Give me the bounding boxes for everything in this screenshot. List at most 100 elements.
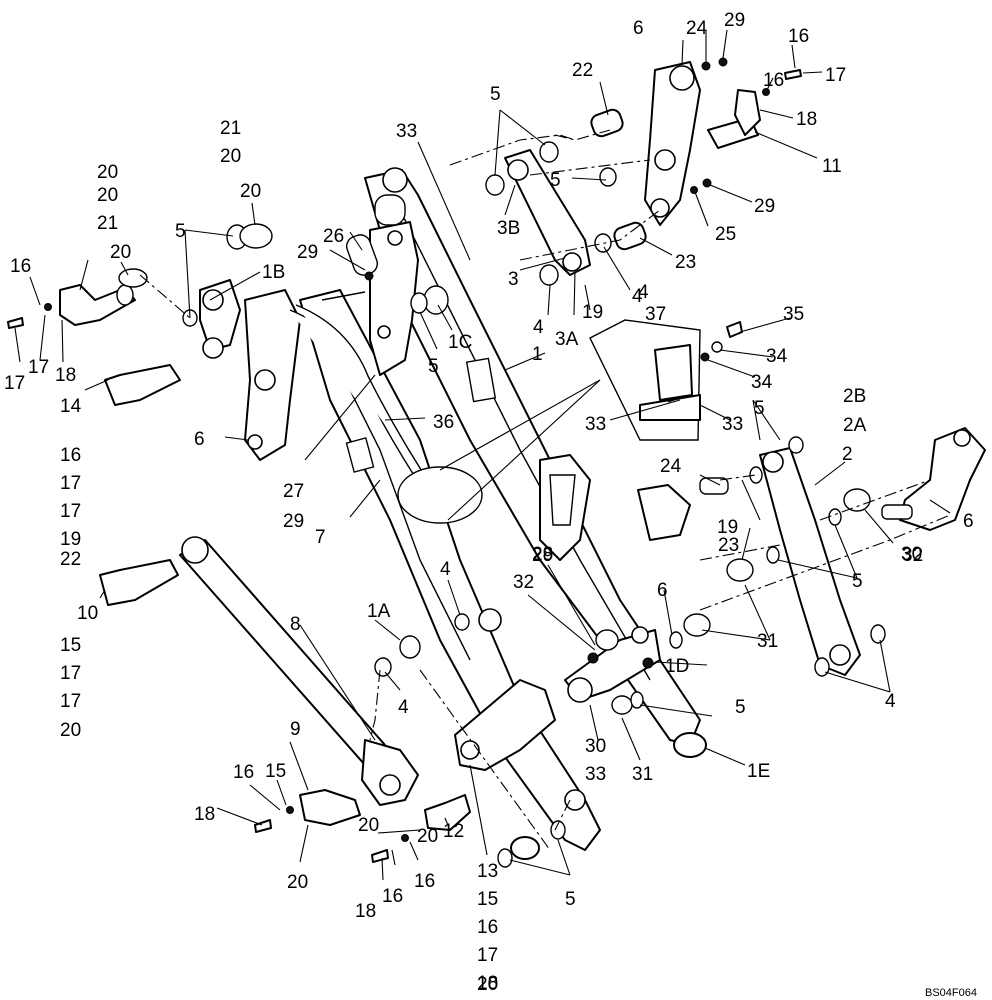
callout-label: 4	[440, 559, 451, 580]
callout-label: 1B	[262, 262, 285, 283]
callout-label: 4	[632, 286, 643, 307]
callout-label: 4	[638, 282, 649, 303]
callout-label: 15	[477, 889, 498, 910]
callout-label: 37	[645, 304, 666, 325]
callout-label: 4	[533, 317, 544, 338]
inset-detail	[589, 319, 701, 441]
callout-label: 8	[290, 614, 301, 635]
callout-label: 16	[60, 445, 81, 466]
callout-label: 15	[265, 761, 286, 782]
callout-label: 1	[532, 344, 543, 365]
callout-label: 15	[60, 635, 81, 656]
callout-label: 3A	[555, 329, 579, 350]
callout-label: 30	[901, 544, 922, 565]
callout-label: 5	[754, 398, 765, 419]
callout-label: 17	[4, 373, 25, 394]
bucket-bracket	[881, 427, 986, 531]
callout-label: 12	[443, 821, 464, 842]
callout-label: 20	[287, 872, 308, 893]
left-lever	[199, 279, 301, 461]
callout-label: 17	[477, 945, 498, 966]
callout-label: 22	[60, 549, 81, 570]
callout-label: 28	[532, 544, 553, 565]
callout-label: 16	[477, 917, 498, 938]
callout-label: 4	[398, 697, 409, 718]
callout-label: 20	[358, 815, 379, 836]
lower-linkage	[454, 454, 707, 860]
callout-label: 20	[477, 974, 498, 995]
callout-labels: 1 1A 1B 1C 1D 1E 2 2A 2B 3 3A 3B 4 4 4 4…	[4, 10, 977, 999]
callout-label: 18	[796, 109, 817, 130]
callout-label: 2A	[843, 415, 867, 436]
callout-label: 18	[55, 365, 76, 386]
callout-label: 16	[10, 256, 31, 277]
callout-label: 36	[433, 412, 454, 433]
callout-label: 5	[490, 84, 501, 105]
callout-label: 20	[417, 826, 438, 847]
callout-label: 17	[825, 65, 846, 86]
callout-label: 18	[477, 973, 498, 994]
callout-label: 31	[632, 764, 653, 785]
callout-label: 31	[757, 631, 778, 652]
callout-label: 29	[754, 196, 775, 217]
boom-arm	[299, 167, 701, 851]
callout-label: 2	[842, 444, 853, 465]
callout-label: 16	[788, 26, 809, 47]
bucket-link	[759, 447, 861, 676]
callout-label: 35	[783, 304, 804, 325]
callout-label: 19	[60, 529, 81, 550]
callout-label: 11	[822, 156, 842, 177]
callout-label: 5	[428, 356, 439, 377]
callout-label: 29	[283, 511, 304, 532]
callout-label: 5	[735, 697, 746, 718]
callout-label: 6	[633, 18, 644, 39]
callout-label: 16	[382, 886, 403, 907]
callout-label: 33	[722, 414, 743, 435]
callout-label: 22	[572, 60, 593, 81]
callout-label: 20	[110, 242, 131, 263]
callout-label: 16	[414, 871, 435, 892]
callout-label: 20	[60, 720, 81, 741]
callout-label: 1C	[448, 332, 472, 353]
drawing-code: BS04F064	[925, 987, 977, 999]
callout-label: 1D	[665, 656, 689, 677]
callout-label: 17	[60, 663, 81, 684]
callout-label: 6	[194, 429, 205, 450]
callout-label: 24	[660, 456, 682, 477]
leader-lines	[14, 29, 951, 881]
callout-label: 20	[97, 162, 118, 183]
callout-label: 7	[315, 527, 326, 548]
callout-label: 19	[717, 517, 738, 538]
callout-label: 6	[657, 580, 668, 601]
callout-label: 29	[532, 545, 553, 566]
callout-label: 32	[902, 545, 923, 566]
callout-label: 18	[355, 901, 376, 922]
callout-label: 34	[766, 346, 788, 367]
callout-label: 5	[550, 170, 561, 191]
callout-label: 21	[97, 213, 118, 234]
callout-label: 5	[565, 889, 576, 910]
callout-label: 24	[686, 18, 708, 39]
callout-label: 17	[60, 501, 81, 522]
callout-label: 21	[220, 118, 241, 139]
callout-label: 1A	[367, 601, 391, 622]
callout-label: 26	[323, 226, 344, 247]
callout-label: 17	[28, 357, 49, 378]
callout-label: 23	[718, 535, 739, 556]
callout-label: 29	[724, 10, 745, 31]
callout-label: 29	[297, 242, 318, 263]
plate-9	[644, 61, 701, 226]
callout-label: 5	[852, 571, 863, 592]
callout-label: 17	[60, 473, 81, 494]
callout-label: 2B	[843, 386, 866, 407]
callout-label: 6	[963, 511, 974, 532]
callout-label: 9	[290, 719, 301, 740]
callout-label: 10	[77, 603, 98, 624]
callout-label: 19	[582, 302, 603, 323]
callout-label: 32	[513, 572, 534, 593]
callout-label: 33	[585, 764, 606, 785]
callout-label: 27	[283, 481, 304, 502]
callout-label: 25	[715, 224, 736, 245]
callout-label: 3B	[497, 218, 520, 239]
